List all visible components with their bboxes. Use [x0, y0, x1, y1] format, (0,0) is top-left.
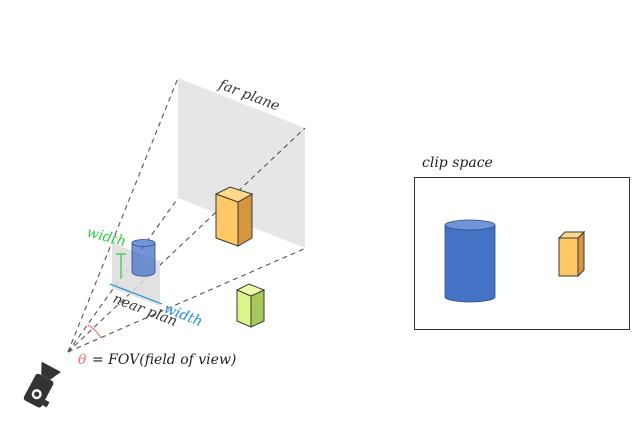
- blue-cylinder-small: [131, 239, 156, 277]
- far-plane: [178, 78, 305, 248]
- fov-formula-label: = FOV(field of view): [92, 352, 236, 368]
- orange-box: [214, 186, 254, 247]
- theta-label: θ: [78, 352, 87, 368]
- width-horizontal-arrow: [109, 283, 163, 305]
- clip-orange-box: [557, 230, 586, 278]
- green-box: [235, 283, 266, 328]
- width-vertical-label: width: [85, 224, 128, 250]
- clip-blue-cylinder: [444, 219, 496, 303]
- width-vertical-arrow: [116, 253, 126, 279]
- clip-space-label: clip space: [422, 155, 493, 171]
- video-camera-icon: [23, 361, 61, 408]
- fov-arc: [87, 324, 102, 339]
